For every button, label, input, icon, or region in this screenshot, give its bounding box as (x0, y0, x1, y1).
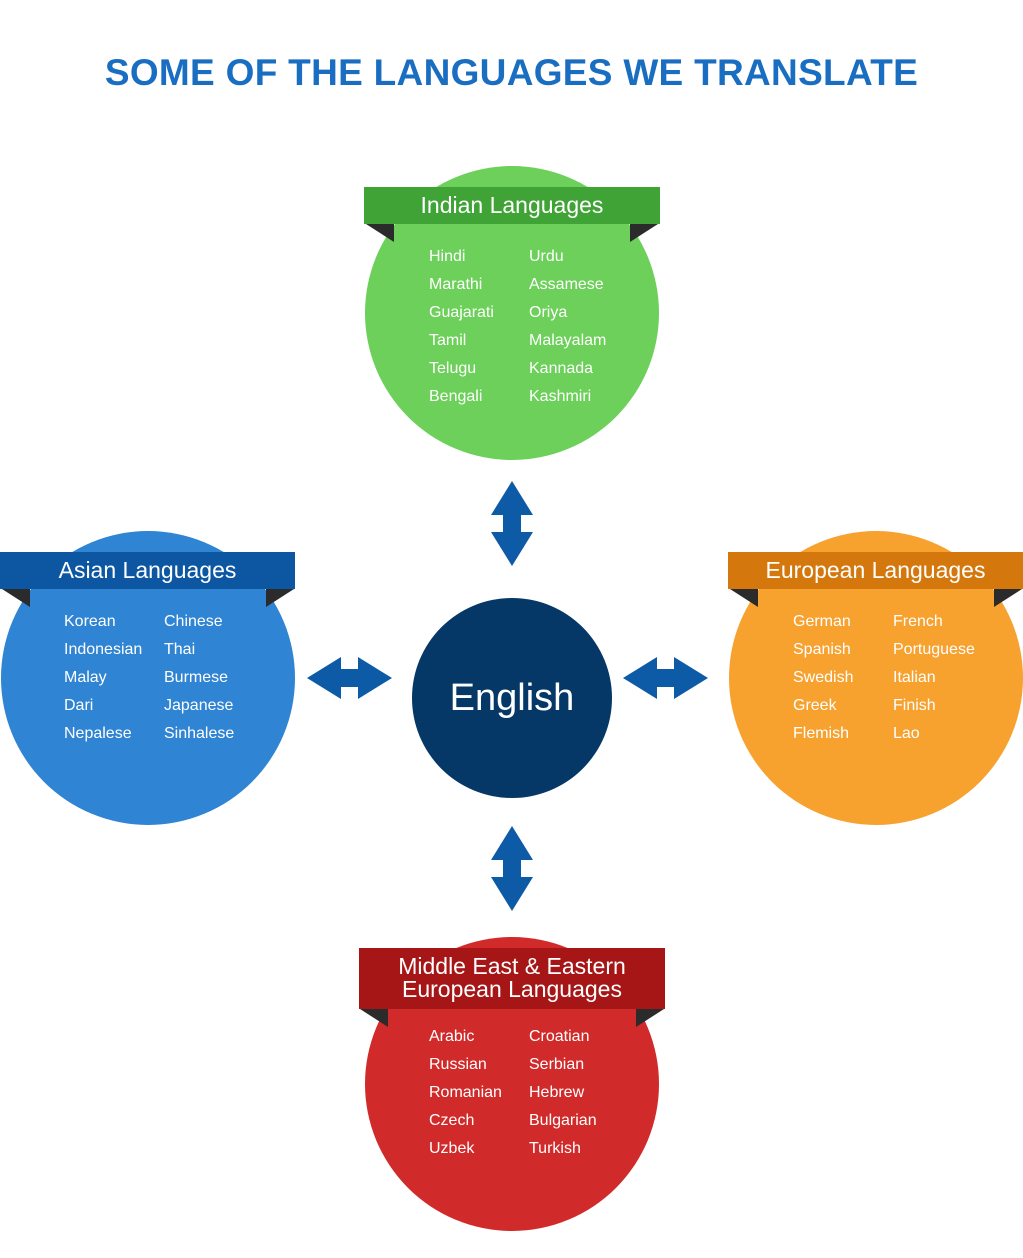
language-item: German (793, 613, 851, 630)
arrow-left-right-right (623, 657, 708, 699)
mideast-languages-label-line2: European Languages (402, 976, 622, 1002)
language-item: Japanese (164, 697, 234, 714)
mideast-languages-label-line1: Middle East & Eastern (398, 953, 626, 979)
language-item: Serbian (529, 1056, 585, 1073)
language-item: Arabic (429, 1028, 475, 1045)
language-item: Kashmiri (529, 388, 592, 405)
language-item: Czech (429, 1112, 475, 1129)
language-item: Chinese (164, 613, 223, 630)
language-item: Russian (429, 1056, 487, 1073)
language-item: Bengali (429, 388, 483, 405)
language-item: Urdu (529, 248, 564, 265)
language-item: Tamil (429, 332, 467, 349)
arrow-up-down-top (491, 481, 533, 566)
language-item: Hebrew (529, 1084, 585, 1101)
mideast-ribbon-fold-right (636, 1009, 664, 1027)
language-item: Nepalese (64, 725, 132, 742)
language-item: Finish (893, 697, 936, 714)
language-item: Assamese (529, 276, 604, 293)
language-item: Turkish (529, 1140, 581, 1157)
asian-languages-label: Asian Languages (58, 557, 237, 583)
language-item: Flemish (793, 725, 850, 742)
mideast-languages-ribbon: Middle East & Eastern European Languages (359, 948, 665, 1009)
language-item: Indonesian (64, 641, 143, 658)
asian-ribbon-fold-left (2, 589, 30, 607)
language-item: Romanian (429, 1084, 502, 1101)
language-item: Marathi (429, 276, 483, 293)
language-item: Lao (893, 725, 920, 742)
language-item: Malayalam (529, 332, 607, 349)
language-item: Spanish (793, 641, 851, 658)
arrow-left-right-left (307, 657, 392, 699)
language-item: Uzbek (429, 1140, 475, 1157)
language-item: Italian (893, 669, 936, 686)
language-item: Sinhalese (164, 725, 235, 742)
european-languages-ribbon: European Languages (728, 552, 1023, 589)
asian-ribbon-fold-right (266, 589, 294, 607)
language-item: Thai (164, 641, 196, 658)
english-label: English (449, 676, 575, 719)
european-languages-label: European Languages (765, 557, 986, 583)
asian-languages-ribbon: Asian Languages (0, 552, 295, 589)
language-item: Malay (64, 669, 107, 686)
indian-languages-label: Indian Languages (420, 192, 604, 218)
language-item: Swedish (793, 669, 854, 686)
arrow-up-down-bottom (491, 826, 533, 911)
indian-ribbon-fold-right (630, 224, 658, 242)
indian-ribbon-fold-left (366, 224, 394, 242)
language-item: Kannada (529, 360, 594, 377)
page-title: SOME OF THE LANGUAGES WE TRANSLATE (104, 52, 919, 93)
language-item: Bulgarian (529, 1112, 597, 1129)
language-item: French (893, 613, 943, 630)
language-item: Dari (64, 697, 94, 714)
language-item: Korean (64, 613, 116, 630)
european-ribbon-fold-left (730, 589, 758, 607)
language-item: Greek (793, 697, 837, 714)
language-item: Croatian (529, 1028, 590, 1045)
language-item: Portuguese (893, 641, 975, 658)
english-center-circle: English (412, 598, 612, 798)
language-item: Telugu (429, 360, 477, 377)
language-item: Burmese (164, 669, 229, 686)
indian-languages-ribbon: Indian Languages (364, 187, 660, 224)
european-ribbon-fold-right (994, 589, 1022, 607)
language-item: Oriya (529, 304, 568, 321)
language-item: Guajarati (429, 304, 494, 321)
language-item: Hindi (429, 248, 466, 265)
mideast-ribbon-fold-left (360, 1009, 388, 1027)
